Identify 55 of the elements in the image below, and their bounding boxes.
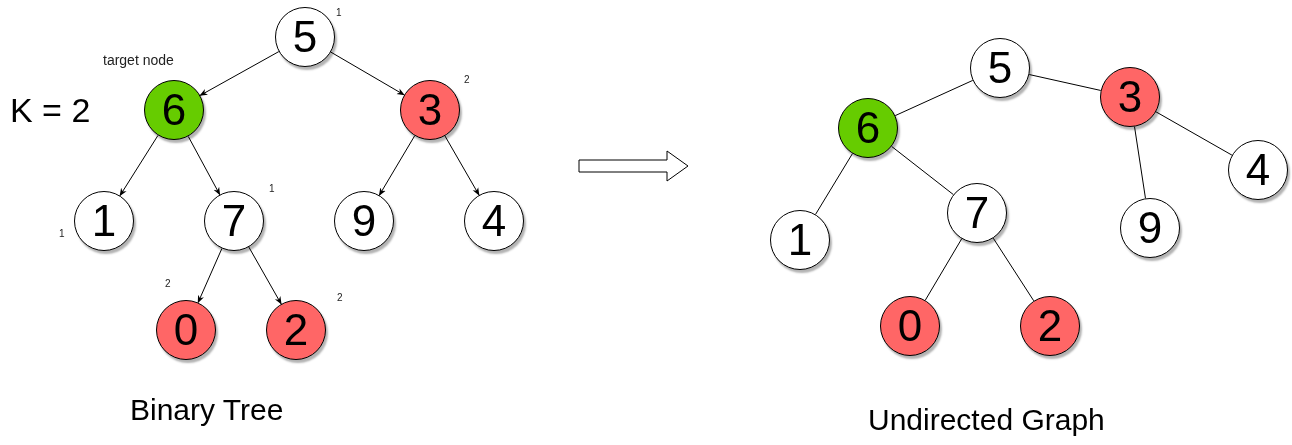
graph-edge — [924, 238, 963, 301]
tree-arrow — [378, 135, 416, 196]
tree-node-circle — [838, 98, 898, 158]
graph-edge — [894, 79, 974, 117]
tree-node-circle — [1020, 296, 1080, 356]
distance-label: 2 — [464, 75, 470, 85]
node-value: 7 — [221, 199, 247, 243]
node-value: 4 — [1245, 148, 1271, 192]
distance-label: 2 — [165, 279, 171, 289]
tree-node-circle — [970, 38, 1030, 98]
tree-arrow — [197, 247, 223, 304]
node-value: 5 — [292, 15, 318, 59]
distance-label: 1 — [59, 229, 65, 239]
distance-label: 1 — [336, 8, 342, 18]
node-value: 2 — [1037, 304, 1063, 348]
tree-arrow — [330, 51, 405, 96]
tree-arrow — [199, 51, 280, 96]
parameter-label: K = 2 — [10, 90, 91, 131]
node-value: 9 — [351, 199, 377, 243]
tree-arrow — [119, 134, 159, 197]
node-value: 7 — [964, 191, 990, 235]
tree-node-circle — [334, 191, 394, 251]
tree-node-circle — [770, 210, 830, 270]
node-value: 6 — [855, 106, 881, 150]
node-value: 0 — [897, 304, 923, 348]
node-value: 2 — [283, 308, 309, 352]
tree-node-circle — [1100, 67, 1160, 127]
node-value: 5 — [987, 46, 1013, 90]
tree-arrow — [248, 246, 282, 305]
tree-node-circle — [947, 183, 1007, 243]
tree-node-circle — [880, 296, 940, 356]
graph-edge — [1028, 74, 1102, 91]
diagram-caption: Undirected Graph — [868, 402, 1105, 438]
node-value: 1 — [787, 218, 813, 262]
graph-edge — [815, 153, 853, 215]
graph-edge — [1134, 126, 1146, 199]
tree-arrow — [444, 135, 480, 196]
tree-node-circle — [464, 191, 524, 251]
graph-edge — [891, 145, 954, 196]
tree-node-circle — [1228, 140, 1288, 200]
node-value: 3 — [417, 88, 443, 132]
node-value: 1 — [91, 199, 117, 243]
graph-edge — [992, 237, 1035, 302]
tree-node-circle — [1120, 198, 1180, 258]
tree-arrow — [187, 135, 221, 196]
distance-label: 1 — [269, 184, 275, 194]
node-value: 3 — [1117, 75, 1143, 119]
node-value: 4 — [481, 199, 507, 243]
graph-edge — [1155, 111, 1233, 156]
node-value: 6 — [161, 88, 187, 132]
node-annotation: target node — [103, 53, 174, 67]
diagram-caption: Binary Tree — [130, 392, 284, 428]
node-value: 9 — [1137, 206, 1163, 250]
distance-label: 2 — [337, 293, 343, 303]
node-value: 0 — [173, 308, 199, 352]
